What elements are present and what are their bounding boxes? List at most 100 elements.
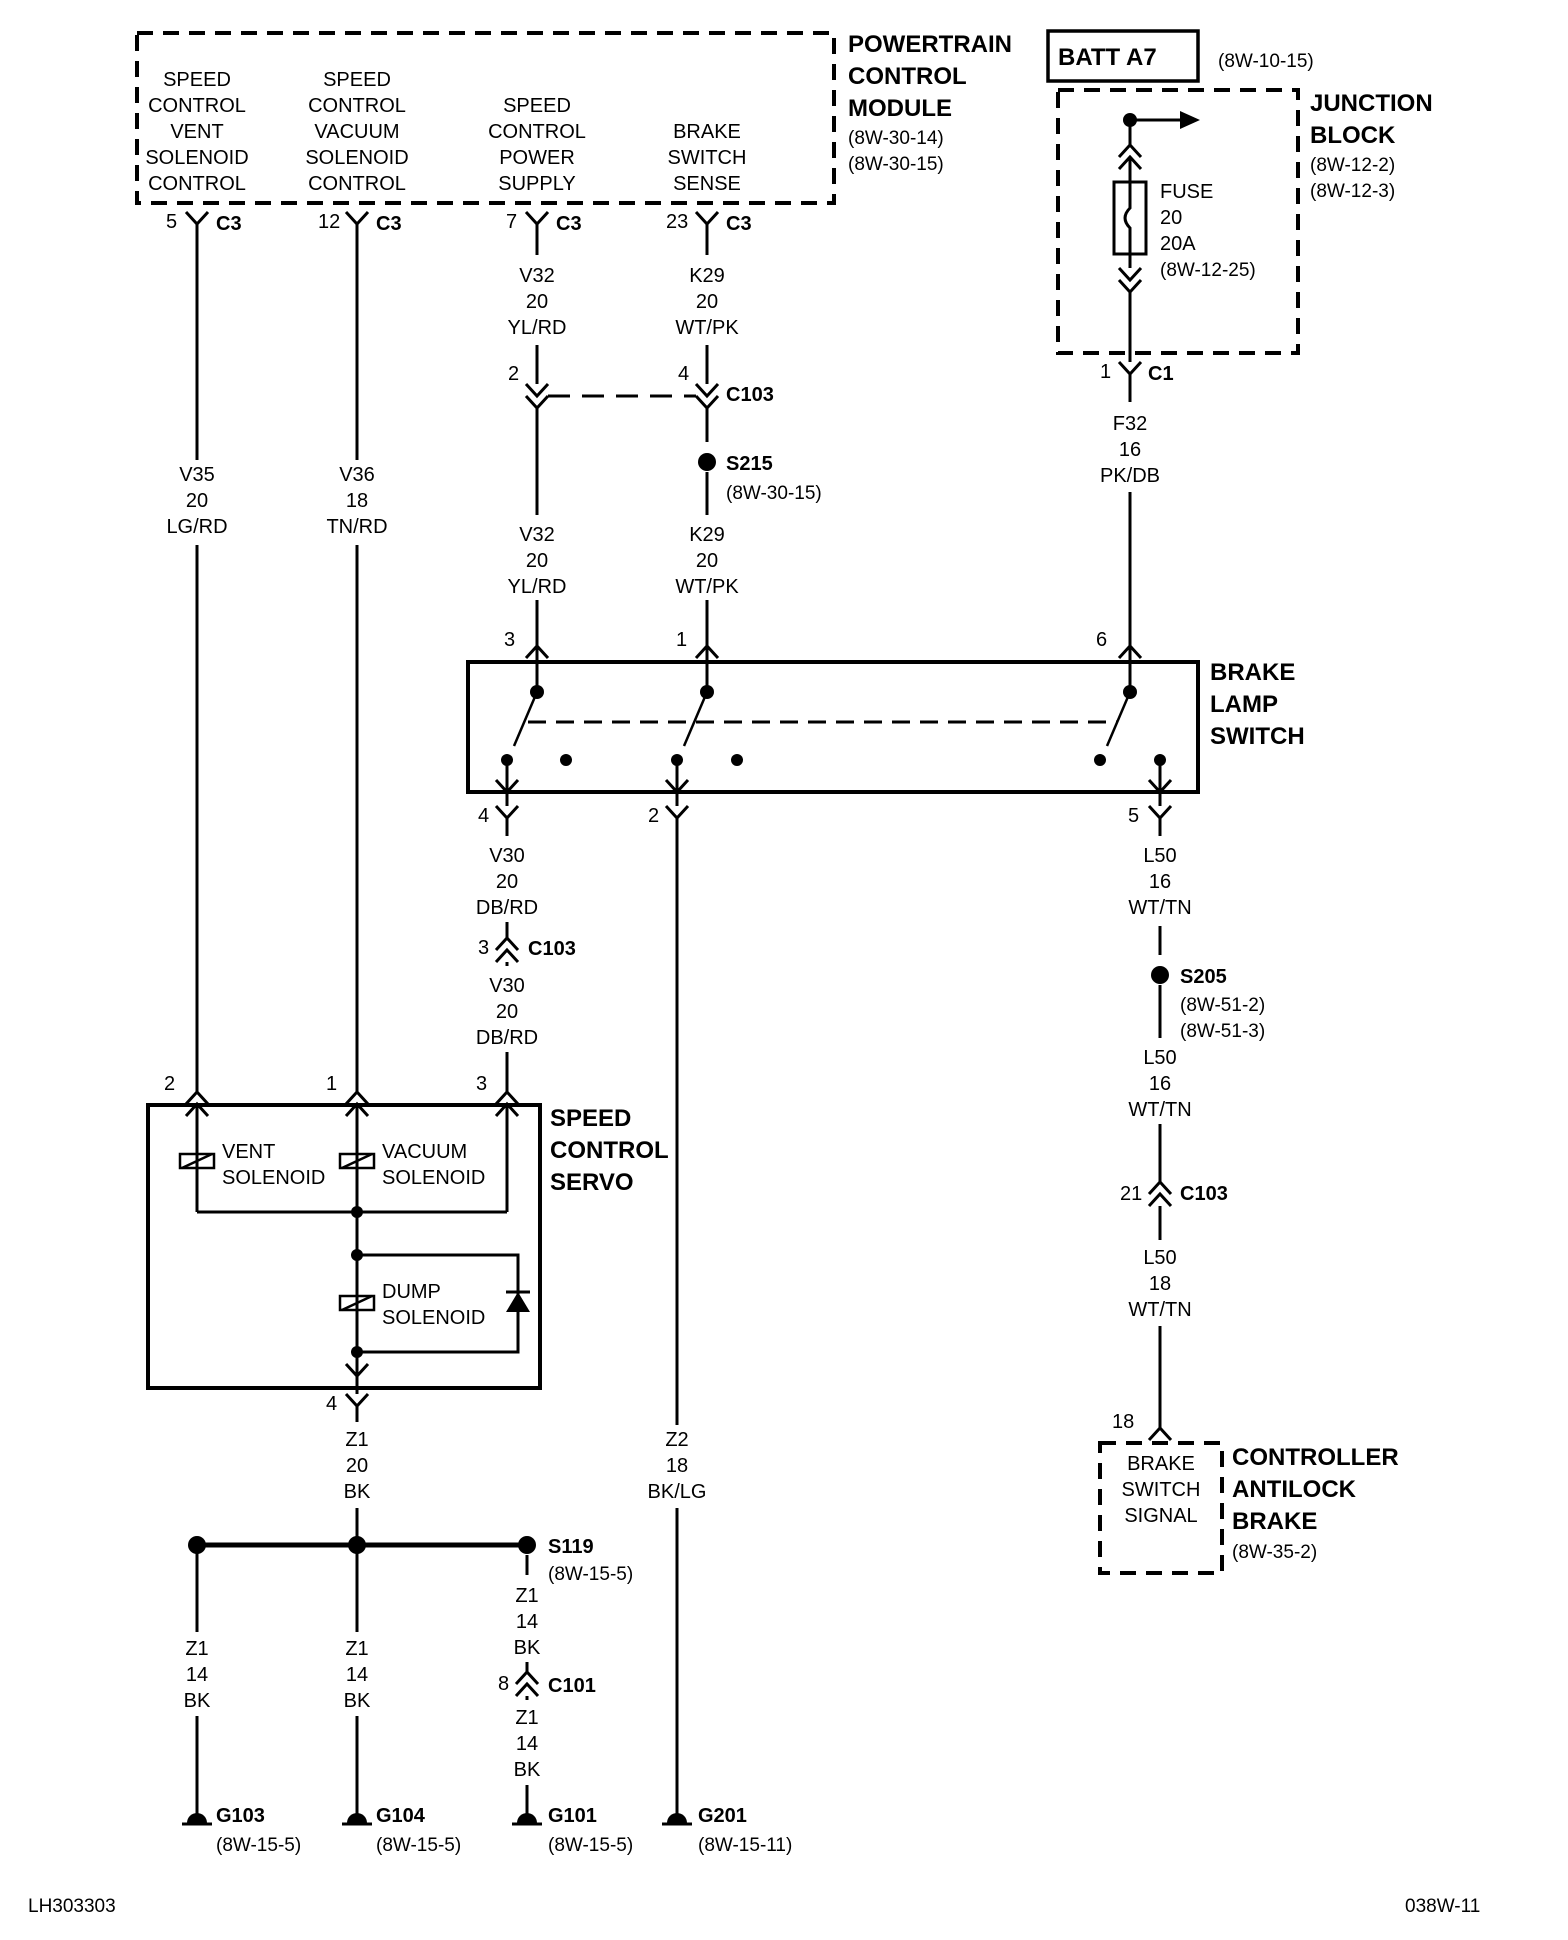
pin-number: 2 (508, 363, 519, 385)
pin-number: 1 (1100, 361, 1111, 383)
fuse-element (1123, 182, 1132, 254)
pin-number: 5 (166, 211, 177, 233)
ground-g103: G103 (8W-15-5) (182, 1805, 301, 1856)
speed-control-servo: SPEED CONTROL SERVO 2 1 3 VENT SOLENOID … (146, 1073, 669, 1415)
wire-id: F32 (1113, 413, 1147, 435)
pin-number: 2 (164, 1073, 175, 1095)
wire-color: BK (344, 1690, 371, 1712)
wire-v35: V35 20 LG/RD (166, 224, 228, 1092)
splice-label: S215 (726, 453, 773, 475)
wire-color: WT/TN (1128, 1099, 1191, 1121)
connector-label: C1 (1148, 363, 1174, 385)
wire-id: V30 (489, 975, 525, 997)
servo-title: SPEED (550, 1105, 631, 1132)
pin-number: 1 (326, 1073, 337, 1095)
wire-l50: L50 16 WT/TN S205 (8W-51-2) (8W-51-3) L5… (1112, 818, 1265, 1442)
pin-number: 23 (666, 211, 688, 233)
wire-color: DB/RD (476, 897, 538, 919)
wire-gauge: 14 (186, 1664, 208, 1686)
ground-ref: (8W-15-5) (548, 1835, 633, 1856)
wire-f32: 1 C1 F32 16 PK/DB (1100, 360, 1174, 658)
wire-color: BK (514, 1759, 541, 1781)
wire-color: BK (514, 1637, 541, 1659)
batt-ref: (8W-10-15) (1218, 51, 1314, 72)
pcm-label-line: SENSE (673, 173, 741, 195)
splice-ref: (8W-51-2) (1180, 995, 1265, 1016)
wire-id: Z1 (185, 1638, 208, 1660)
pin-number: 4 (678, 363, 689, 385)
arrow-right-icon (1180, 111, 1200, 129)
splice-s205-dot (1151, 966, 1169, 984)
pcm-label-line: POWER (499, 147, 575, 169)
servo-title: SERVO (550, 1169, 634, 1196)
fuse-label: FUSE (1160, 181, 1213, 203)
connector-label: C103 (726, 384, 774, 406)
vent-solenoid-icon (178, 1152, 216, 1170)
wire-id: Z2 (665, 1429, 688, 1451)
splice-ref: (8W-15-5) (548, 1564, 633, 1585)
servo-title: CONTROL (550, 1137, 669, 1164)
pin-number: 1 (676, 629, 687, 651)
pin-number: 3 (504, 629, 515, 651)
diode-icon (506, 1292, 530, 1312)
ground-label: G201 (698, 1805, 747, 1827)
connector-label: C3 (726, 213, 752, 235)
wire-v32: V32 20 YL/RD 2 V32 20 YL/RD (508, 224, 566, 658)
junction-block: JUNCTION BLOCK (8W-12-2) (8W-12-3) FUSE … (1056, 88, 1433, 362)
splice-label: S119 (548, 1536, 594, 1558)
connector-label: C103 (528, 938, 576, 960)
batt-a7: BATT A7 (8W-10-15) (1046, 29, 1314, 83)
cab-signal-label: SIGNAL (1124, 1505, 1197, 1527)
pin-number: 6 (1096, 629, 1107, 651)
wire-color: WT/TN (1128, 1299, 1191, 1321)
batt-label: BATT A7 (1058, 44, 1157, 71)
wire-id: Z1 (345, 1638, 368, 1660)
wire-gauge: 20 (696, 291, 718, 313)
pin-number: 2 (648, 805, 659, 827)
ground-label: G104 (376, 1805, 426, 1827)
ground-label: G103 (216, 1805, 265, 1827)
pin-number: 3 (478, 937, 489, 959)
wire-id: Z1 (515, 1585, 538, 1607)
pcm-ref: (8W-30-15) (848, 154, 944, 175)
ground-icon (187, 1813, 207, 1823)
wire-gauge: 18 (346, 490, 368, 512)
splice-ref: (8W-51-3) (1180, 1021, 1265, 1042)
junction-block-ref: (8W-12-3) (1310, 181, 1395, 202)
pcm-title-line: CONTROL (848, 63, 967, 90)
wire-gauge: 18 (1149, 1273, 1171, 1295)
wire-color: BK (344, 1481, 371, 1503)
wire-k29: K29 20 WT/PK 4 C103 S215 (8W-30-15) K29 … (675, 224, 822, 658)
wire-gauge: 20 (496, 1001, 518, 1023)
wire-id: V30 (489, 845, 525, 867)
wire-gauge: 20 (496, 871, 518, 893)
wire-color: TN/RD (326, 516, 387, 538)
junction-block-ref: (8W-12-2) (1310, 155, 1395, 176)
pcm-label-line: SWITCH (668, 147, 747, 169)
wire-gauge: 20 (346, 1455, 368, 1477)
fuse-number: 20 (1160, 207, 1182, 229)
splice-label: S205 (1180, 966, 1227, 988)
wire-z1-network: Z1 20 BK S119 (8W-15-5) Z1 14 BK Z1 14 B… (184, 1406, 633, 1815)
pcm-pin-label-vent: SPEED (163, 69, 231, 91)
wire-id: K29 (689, 265, 725, 287)
cab-signal-label: BRAKE (1127, 1453, 1195, 1475)
wire-gauge: 14 (346, 1664, 368, 1686)
controller-antilock-brake: BRAKE SWITCH SIGNAL CONTROLLER ANTILOCK … (1098, 1441, 1399, 1575)
ground-ref: (8W-15-11) (698, 1835, 792, 1856)
wire-gauge: 20 (696, 550, 718, 572)
connector-label: C101 (548, 1675, 596, 1697)
wire-gauge: 18 (666, 1455, 688, 1477)
wire-gauge: 16 (1149, 871, 1171, 893)
vacuum-solenoid-label: SOLENOID (382, 1167, 485, 1189)
vacuum-solenoid-label: VACUUM (382, 1141, 467, 1163)
connector-label: C103 (1180, 1183, 1228, 1205)
vent-solenoid-label: VENT (222, 1141, 275, 1163)
pin-number: 7 (506, 211, 517, 233)
vent-solenoid-label: SOLENOID (222, 1167, 325, 1189)
wire-z2: Z2 18 BK/LG (648, 818, 706, 1824)
wire-id: V32 (519, 265, 555, 287)
pcm-ref: (8W-30-14) (848, 128, 944, 149)
brake-lamp-switch-title: SWITCH (1210, 723, 1305, 750)
wire-color: WT/TN (1128, 897, 1191, 919)
